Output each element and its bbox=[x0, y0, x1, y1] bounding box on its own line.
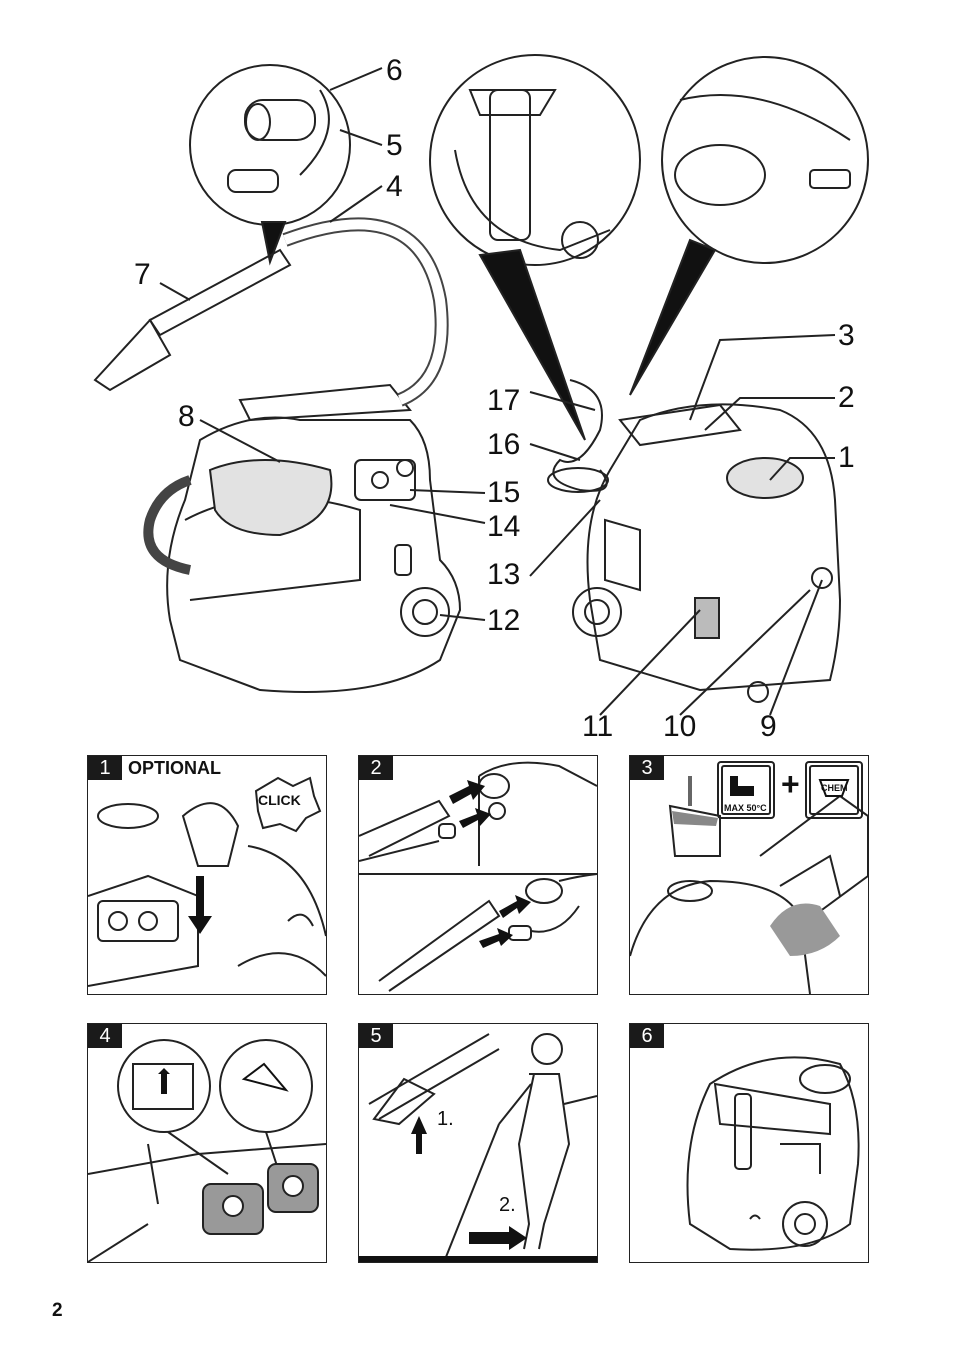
step-panel-3: 3 MAX 50°C + CHEM bbox=[629, 755, 869, 995]
callout-4: 4 bbox=[386, 170, 403, 203]
panel-number: 6 bbox=[630, 1024, 664, 1048]
panel-number: 5 bbox=[359, 1024, 393, 1048]
detail-circle-top-view bbox=[661, 56, 869, 264]
callout-15: 15 bbox=[487, 476, 521, 509]
panel-number: 1 bbox=[88, 756, 122, 780]
callout-8: 8 bbox=[178, 400, 195, 433]
step-1-label: 1. bbox=[437, 1108, 454, 1130]
step-panel-4: 4 bbox=[87, 1023, 327, 1263]
callout-2: 2 bbox=[838, 381, 855, 414]
callout-12: 12 bbox=[487, 604, 521, 637]
click-burst-icon bbox=[254, 776, 322, 833]
step-2-label: 2. bbox=[499, 1194, 516, 1216]
detail-circle-hose-coupling bbox=[189, 64, 351, 226]
temperature-label: MAX 50°C bbox=[724, 803, 767, 813]
callout-10: 10 bbox=[663, 710, 697, 743]
callout-5: 5 bbox=[386, 129, 403, 162]
panel-number: 2 bbox=[359, 756, 393, 780]
page-number: 2 bbox=[52, 1300, 63, 1321]
panel-6-illustration bbox=[686, 1056, 860, 1251]
callout-17: 17 bbox=[487, 384, 521, 417]
callout-3: 3 bbox=[838, 319, 855, 352]
spray-icon bbox=[241, 1062, 289, 1092]
water-tap-icon bbox=[730, 776, 754, 796]
callout-9: 9 bbox=[760, 710, 777, 743]
panel-1-illustration bbox=[88, 776, 326, 987]
panel-3-illustration bbox=[630, 761, 868, 994]
callout-6: 6 bbox=[386, 54, 403, 87]
panel-caption: OPTIONAL bbox=[128, 758, 221, 778]
step-panel-1: 1 OPTIONAL CLICK bbox=[87, 755, 327, 995]
detail-circle-nozzle-storage bbox=[429, 54, 641, 266]
overview-illustration bbox=[93, 54, 869, 716]
callout-14: 14 bbox=[487, 510, 521, 543]
panel-2-illustration bbox=[359, 761, 597, 992]
callout-11: 11 bbox=[582, 710, 614, 743]
chem-label: CHEM bbox=[821, 783, 848, 793]
plus-sign: + bbox=[781, 766, 800, 802]
step-panel-5: 5 1. 2. bbox=[358, 1023, 598, 1263]
panel-number: 4 bbox=[88, 1024, 122, 1048]
panel-5-illustration bbox=[359, 1033, 597, 1262]
callout-16: 16 bbox=[487, 428, 521, 461]
click-label: CLICK bbox=[258, 792, 301, 808]
suction-icon bbox=[158, 1068, 170, 1094]
callout-13: 13 bbox=[487, 558, 521, 591]
panel-4-illustration bbox=[88, 1039, 326, 1262]
panel-number: 3 bbox=[630, 756, 664, 780]
callout-7: 7 bbox=[134, 258, 151, 291]
chemical-icon bbox=[818, 779, 850, 797]
callout-1: 1 bbox=[838, 441, 855, 474]
step-panel-6: 6 bbox=[629, 1023, 869, 1263]
step-panel-2: 2 bbox=[358, 755, 598, 995]
